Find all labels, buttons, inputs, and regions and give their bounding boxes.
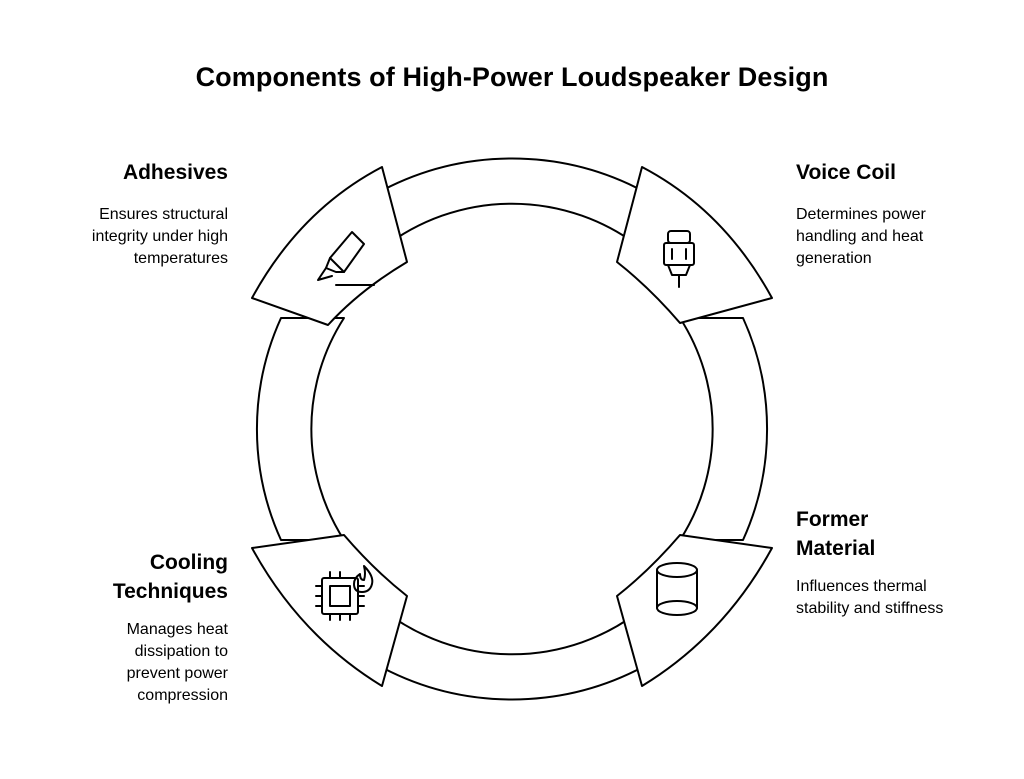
desc-cooling-techniques: Manages heat dissipation to prevent powe… — [40, 619, 228, 707]
label-adhesives: Adhesives — [122, 161, 228, 184]
cylinder-icon — [656, 562, 698, 616]
label-line: Former — [796, 508, 869, 531]
label-line: Material — [796, 537, 876, 560]
desc-line: temperatures — [133, 250, 228, 267]
ring-segment-left — [256, 317, 345, 541]
ring-segment-right — [679, 317, 768, 541]
desc-line: handling and heat — [796, 228, 924, 245]
coil-icon — [663, 230, 695, 288]
desc-adhesives: Ensures structural integrity under high … — [40, 204, 228, 270]
desc-line: Manages heat — [126, 621, 228, 638]
desc-voice-coil: Determines power handling and heat gener… — [796, 204, 996, 270]
desc-line: prevent power — [126, 665, 228, 682]
desc-line: dissipation to — [134, 643, 228, 660]
desc-line: compression — [137, 687, 228, 704]
chip-fire-icon — [315, 565, 374, 621]
label-line: Techniques — [112, 580, 228, 603]
desc-line: Ensures structural — [99, 206, 228, 223]
desc-line: integrity under high — [91, 228, 228, 245]
ring-segments — [256, 157, 768, 701]
desc-line: stability and stiffness — [796, 600, 944, 617]
label-cooling-techniques: Cooling Techniques — [40, 548, 228, 606]
desc-line: generation — [796, 250, 872, 267]
ring-segment-top — [382, 157, 642, 249]
glue-stick-icon — [317, 231, 375, 286]
arrow-head-cooling-techniques — [251, 534, 408, 687]
label-voice-coil: Voice Coil — [796, 161, 896, 184]
arrow-head-adhesives — [251, 166, 408, 326]
ring-segment-bottom — [382, 609, 642, 701]
label-former-material: Former Material — [796, 505, 996, 563]
desc-line: Influences thermal — [796, 578, 927, 595]
label-line: Cooling — [149, 551, 228, 574]
desc-line: Determines power — [796, 206, 926, 223]
page-title: Components of High-Power Loudspeaker Des… — [195, 62, 829, 92]
desc-former-material: Influences thermal stability and stiffne… — [796, 576, 1006, 620]
